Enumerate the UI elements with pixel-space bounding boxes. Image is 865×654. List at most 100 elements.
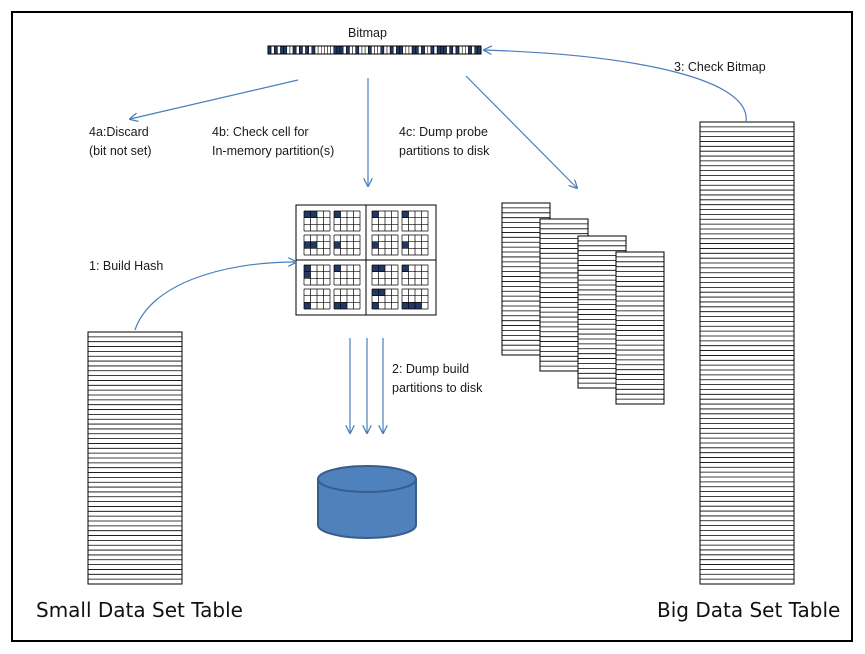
bitmap-bit (421, 45, 425, 55)
bitmap-bit (458, 45, 463, 55)
bitmap-bit (295, 45, 300, 55)
bitmap-bit (274, 45, 278, 55)
bitmap-bit (440, 45, 444, 55)
small-table-label: Small Data Set Table (36, 598, 243, 622)
check-cell-label-line2: In-memory partition(s) (212, 144, 335, 158)
hash-cell-filled (408, 302, 415, 309)
bitmap-bit (311, 45, 316, 55)
bitmap-bit (427, 45, 432, 55)
bitmap-bit (333, 45, 338, 55)
hash-cell-filled (372, 302, 379, 309)
bitmap-bit (346, 45, 350, 55)
probe-partitions (501, 202, 665, 405)
bitmap-bit (349, 45, 353, 55)
bitmap-bit (305, 45, 309, 55)
check-bitmap-arrow (484, 50, 747, 123)
bitmap-border (267, 45, 482, 55)
bitmap-bit (418, 45, 422, 55)
bitmap-bit (314, 45, 319, 55)
dump-build-label-line2: partitions to disk (392, 381, 483, 395)
hash-cell-filled (402, 211, 409, 218)
bitmap-bit (292, 45, 297, 55)
hash-cell-filled (415, 302, 422, 309)
hash-cell-filled (402, 302, 409, 309)
hash-cell-filled (378, 289, 385, 296)
bitmap-bit (377, 45, 382, 55)
bitmap-bit (339, 45, 344, 55)
bitmap-bit (383, 45, 388, 55)
hash-cell-filled (304, 211, 311, 218)
bitmap-bit (393, 45, 397, 55)
bitmap-strip (267, 45, 482, 55)
bitmap-bit (446, 45, 450, 55)
bitmap-bit (361, 45, 366, 55)
bitmap-bit (324, 45, 328, 55)
bitmap-bit (321, 45, 325, 55)
bitmap-bit (342, 45, 347, 55)
bitmap-bit (364, 45, 369, 55)
bitmap-bit (455, 45, 460, 55)
bitmap-bit (355, 45, 360, 55)
bitmap-bit (327, 45, 331, 55)
bitmap-bit (330, 45, 335, 55)
dump-probe-label-line1: 4c: Dump probe (399, 125, 488, 139)
bitmap-bit (405, 45, 410, 55)
hash-cell-filled (372, 211, 379, 218)
hash-cell-filled (310, 241, 317, 249)
bitmap-bit (317, 45, 322, 55)
hash-cell-filled (402, 265, 409, 272)
bitmap-bit (352, 45, 356, 55)
build-hash-arrow (134, 262, 296, 331)
hash-cell-filled (372, 241, 379, 249)
bitmap-bit (277, 45, 281, 55)
hash-cell-filled (378, 265, 385, 272)
build-hash-label: 1: Build Hash (89, 259, 164, 273)
diagram-frame (11, 11, 853, 642)
dump-build-label-line1: 2: Dump build (392, 362, 470, 376)
bitmap-bit (474, 45, 479, 55)
bitmap-bit (461, 45, 466, 55)
bitmap-bit (449, 45, 454, 55)
hash-table (295, 204, 437, 316)
bitmap-bit (286, 45, 291, 55)
big-table-label: Big Data Set Table (657, 598, 841, 622)
hash-cell-filled (402, 241, 409, 249)
hash-cell-filled (340, 302, 347, 309)
bitmap-bit (299, 45, 303, 55)
hash-cell-filled (334, 302, 341, 309)
bitmap-bit (452, 45, 457, 55)
disk-icon (317, 465, 417, 539)
bitmap-bit (367, 45, 372, 55)
check-bitmap-label: 3: Check Bitmap (674, 60, 766, 74)
bitmap-label: Bitmap (348, 26, 387, 40)
hash-cell-filled (334, 211, 341, 218)
bitmap-bit (433, 45, 438, 55)
bitmap-bit (408, 45, 413, 55)
bitmap-bit (270, 45, 275, 55)
bitmap-bit (414, 45, 419, 55)
hash-cell-filled (304, 302, 311, 309)
bitmap-bit (283, 45, 288, 55)
bitmap-bit (302, 45, 306, 55)
bitmap-bit (465, 45, 469, 55)
big-table-border (699, 121, 795, 585)
hash-cell-filled (372, 265, 379, 272)
hash-cell-filled (334, 241, 341, 249)
bitmap-bit (289, 45, 294, 55)
dump-probe-label-line2: partitions to disk (399, 144, 490, 158)
bitmap-bit (396, 45, 400, 55)
bitmap-bit (336, 45, 341, 55)
bitmap-bit (374, 45, 378, 55)
discard-label-line1: 4a:Discard (89, 125, 149, 139)
bitmap-bit (443, 45, 447, 55)
bitmap-bit (411, 45, 416, 55)
small-data-set-table (87, 331, 183, 585)
bitmap-bit (358, 45, 363, 55)
bitmap-bit (424, 45, 428, 55)
bitmap-bit (308, 45, 313, 55)
dump-probe-arrow (465, 75, 577, 188)
bitmap-bit (399, 45, 403, 55)
hash-cell-filled (304, 265, 311, 272)
probe-partition-border (615, 251, 665, 405)
